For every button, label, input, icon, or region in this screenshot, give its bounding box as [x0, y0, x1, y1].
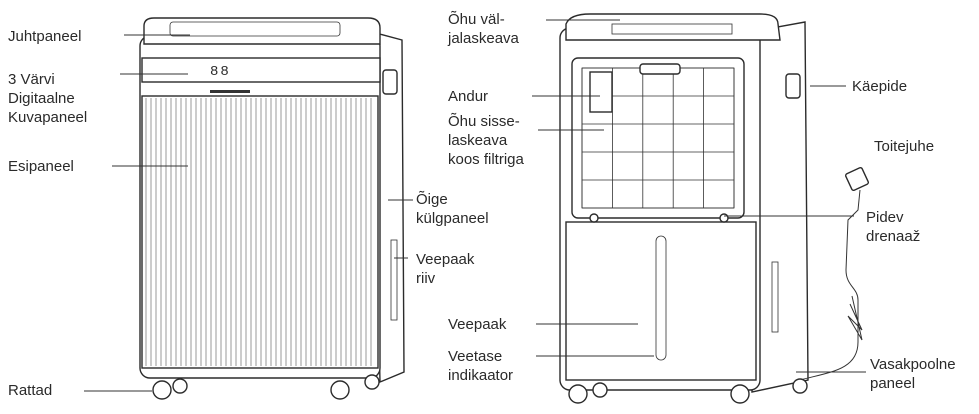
- back-wheels: [568, 378, 808, 404]
- label-andur: Andur: [448, 88, 489, 105]
- label-esipaneel: Esipaneel: [8, 158, 74, 175]
- label-juhtpaneel: Juhtpaneel: [8, 28, 82, 45]
- leader-lines: [84, 19, 866, 392]
- front-wheels: [152, 374, 380, 400]
- front-unit: [139, 17, 405, 400]
- display-readout: 88: [210, 64, 231, 80]
- back-unit: [559, 13, 870, 404]
- label-veepaak: Veepaak: [448, 316, 507, 333]
- label-kaepide: Käepide: [852, 78, 908, 95]
- label-ohu-valjalaskeava: Õhu väl-jalaskeava: [448, 11, 519, 47]
- label-rattad: Rattad: [8, 382, 53, 399]
- label-toitejuhe: Toitejuhe: [874, 138, 935, 155]
